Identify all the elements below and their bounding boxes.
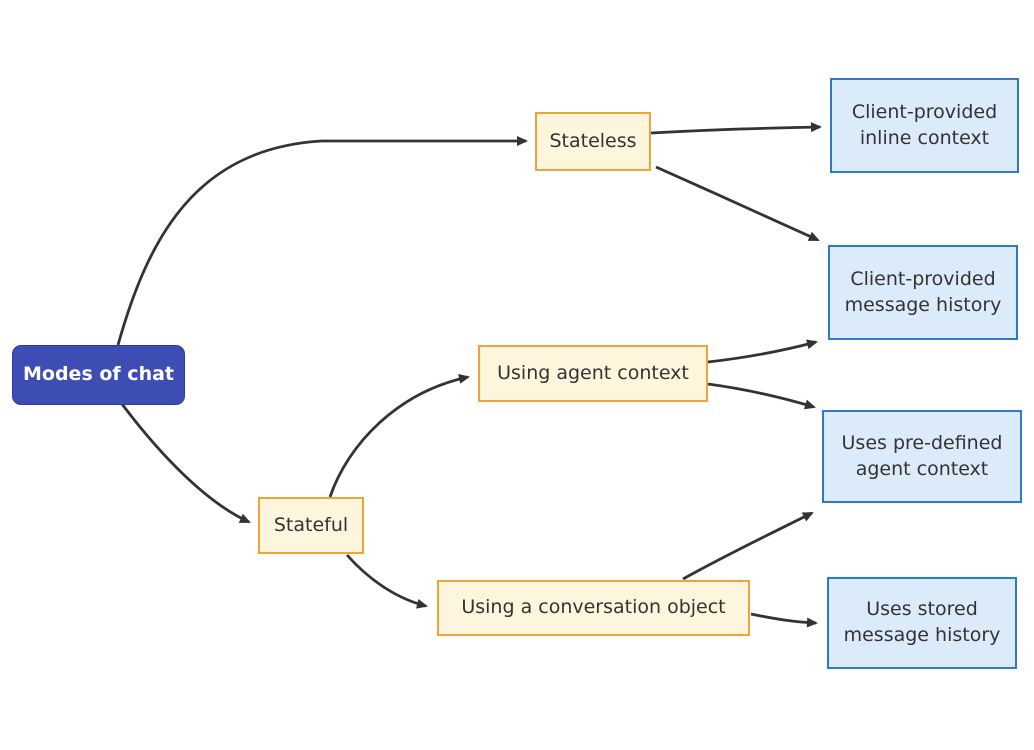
node-using-a-conversation-object: Using a conversation object: [437, 580, 750, 636]
edge-stateless-inline-context: [650, 122, 822, 135]
edge-agent-context-predefined-context: [707, 382, 816, 410]
edge-agent-context-message-history: [707, 339, 818, 364]
node-uses-stored-message-history: Uses stored message history: [827, 577, 1017, 669]
node-stateless: Stateless: [535, 112, 651, 171]
node-client-provided-inline-context: Client-provided inline context: [830, 78, 1019, 173]
edge-stateless-message-history: [655, 165, 820, 242]
edge-conversation-object-stored-history: [750, 612, 818, 628]
edge-conversation-object-predefined-context: [682, 511, 814, 581]
edge-root-stateless: [116, 136, 528, 346]
edge-root-stateful: [120, 403, 251, 524]
edge-stateful-agent-context: [328, 374, 470, 498]
node-using-agent-context: Using agent context: [478, 345, 708, 402]
node-client-provided-message-history: Client-provided message history: [828, 245, 1018, 340]
node-modes-of-chat: Modes of chat: [12, 345, 185, 405]
node-uses-pre-defined-agent-context: Uses pre-defined agent context: [822, 410, 1022, 503]
edge-stateful-conversation-object: [345, 554, 428, 609]
node-stateful: Stateful: [258, 497, 364, 554]
